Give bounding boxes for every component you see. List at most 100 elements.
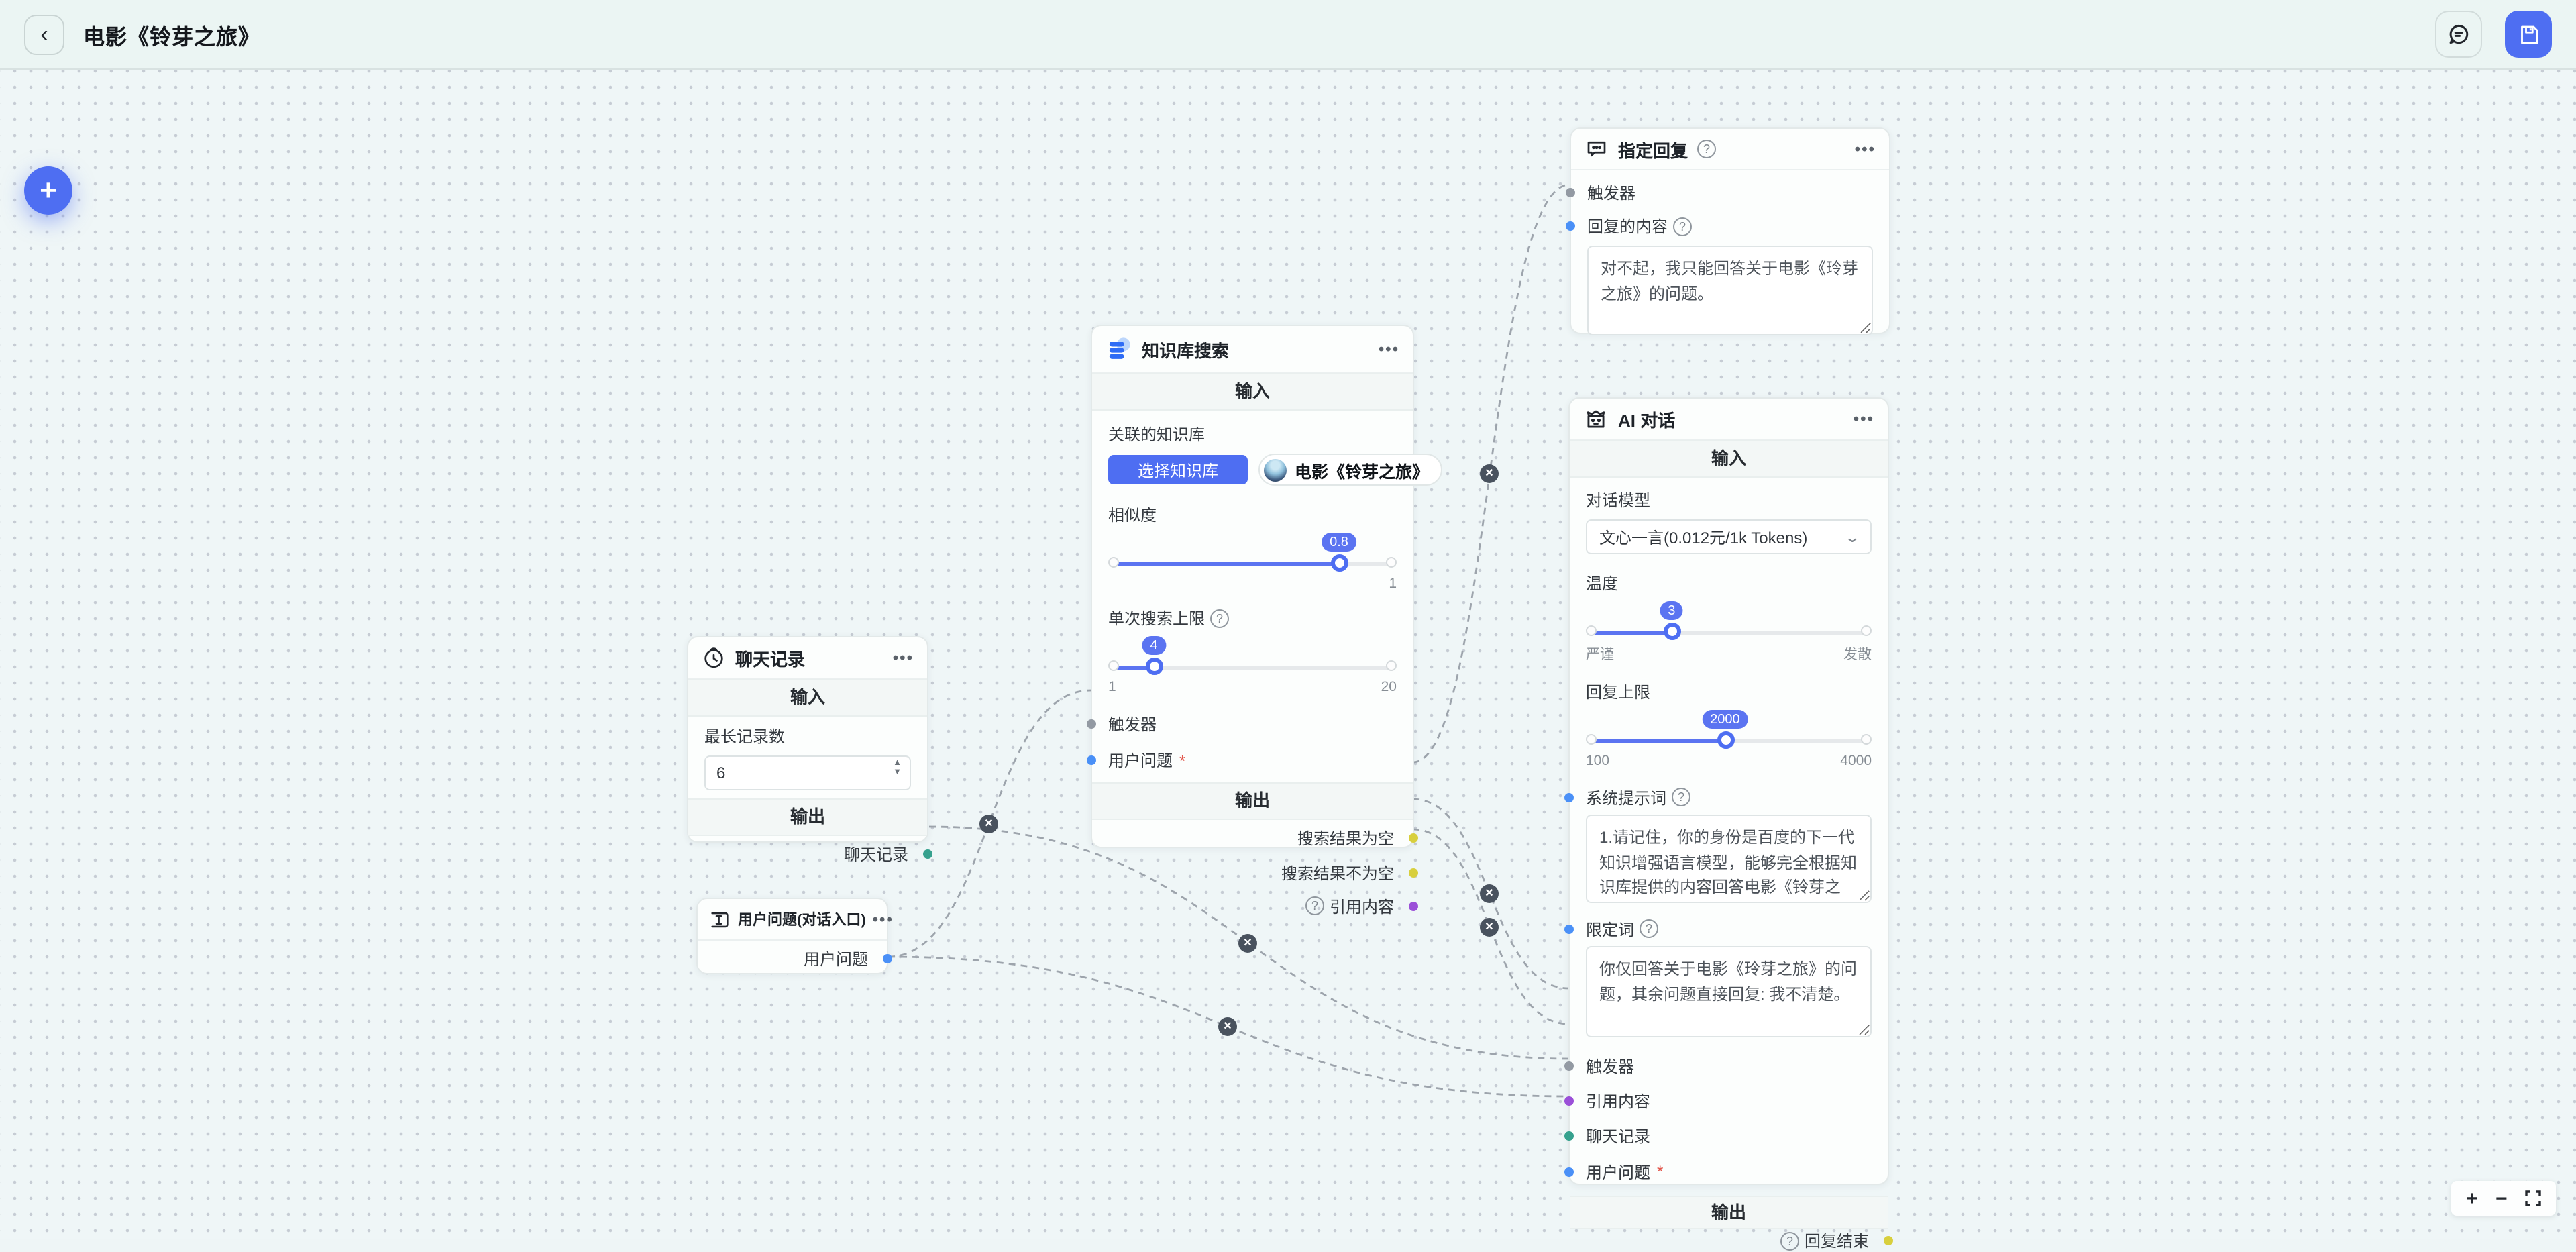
slider-handle[interactable] <box>1663 623 1681 640</box>
add-node-button[interactable]: + <box>24 166 72 215</box>
input-section-header: 输入 <box>688 679 927 717</box>
node-title: 用户问题(对话入口) <box>738 912 866 929</box>
input-port-system-prompt[interactable] <box>1564 792 1574 802</box>
port-row: 搜索结果不为空 <box>1092 855 1418 890</box>
node-user-question[interactable]: 用户问题(对话入口) ••• 用户问题 <box>696 898 892 974</box>
input-port-user-question[interactable] <box>1087 755 1096 765</box>
node-header: 指定回复 ? ••• <box>1571 129 1889 170</box>
slider-handle[interactable] <box>1717 731 1735 749</box>
robot-icon <box>1583 406 1609 431</box>
output-port-result-empty[interactable] <box>1409 833 1418 843</box>
node-fixed-reply[interactable]: 指定回复 ? ••• 触发器 回复的内容 ? 对不起，我只能回答关于电影《玲芽之… <box>1566 127 1890 335</box>
input-port-reply-content[interactable] <box>1566 221 1575 231</box>
node-menu-button[interactable]: ••• <box>1378 340 1399 358</box>
port-label: 聊天记录 <box>843 845 908 864</box>
input-port-trigger[interactable] <box>1087 719 1096 729</box>
model-select[interactable]: 文心一言(0.012元/1k Tokens) ⌄ <box>1586 519 1872 554</box>
preview-chat-button[interactable] <box>2435 11 2482 58</box>
slider-handle[interactable] <box>1331 554 1348 572</box>
port-row: 聊天记录 <box>1564 1118 1888 1153</box>
help-icon[interactable]: ? <box>1210 609 1230 627</box>
disconnect-button[interactable]: ✕ <box>1480 918 1499 937</box>
node-menu-button[interactable]: ••• <box>1853 409 1874 428</box>
qualifier-label: 限定词 <box>1586 920 1635 939</box>
required-mark: * <box>1657 1162 1664 1181</box>
max-records-input[interactable]: 6 ▲ ▼ <box>704 755 911 790</box>
reply-limit-value-badge: 2000 <box>1702 710 1748 729</box>
node-ai-chat[interactable]: AI 对话 ••• 输入 对话模型 文心一言(0.012元/1k Tokens)… <box>1564 397 1893 1251</box>
node-menu-button[interactable]: ••• <box>1854 140 1876 158</box>
similarity-slider[interactable]: 0.8 <box>1108 533 1397 572</box>
port-label: 搜索结果不为空 <box>1281 864 1394 882</box>
port-label: 触发器 <box>1108 715 1157 734</box>
node-menu-button[interactable]: ••• <box>872 910 894 929</box>
output-port-chat-history[interactable] <box>923 849 932 858</box>
port-label: 搜索结果为空 <box>1297 829 1394 848</box>
reply-content-textarea[interactable]: 对不起，我只能回答关于电影《玲芽之旅》的问题。 <box>1587 246 1873 335</box>
kb-chip[interactable]: 电影《铃芽之旅》 <box>1258 454 1443 486</box>
disconnect-button[interactable]: ✕ <box>1238 934 1257 953</box>
port-row: ? 回复结束 <box>1570 1229 1893 1252</box>
output-port-result-not-empty[interactable] <box>1409 868 1418 877</box>
output-section-header: 输出 <box>1570 1196 1888 1229</box>
number-stepper[interactable]: ▲ ▼ <box>893 759 902 777</box>
input-port-trigger[interactable] <box>1564 1061 1574 1070</box>
node-title: AI 对话 <box>1618 410 1676 430</box>
help-icon[interactable]: ? <box>1697 140 1717 158</box>
help-icon[interactable]: ? <box>1640 919 1659 938</box>
port-row: 回复的内容 ? <box>1566 209 1889 243</box>
qualifier-textarea[interactable]: 你仅回答关于电影《玲芽之旅》的问题，其余问题直接回复: 我不清楚。 <box>1586 946 1872 1037</box>
clock-icon <box>702 645 726 670</box>
chat-bubble-icon <box>2449 24 2469 44</box>
disconnect-button[interactable]: ✕ <box>979 815 998 833</box>
input-port-qualifier[interactable] <box>1564 924 1574 933</box>
node-title: 指定回复 <box>1618 140 1688 160</box>
kb-label: 关联的知识库 <box>1108 425 1205 444</box>
slider-handle[interactable] <box>1145 658 1163 675</box>
required-mark: * <box>1179 751 1186 770</box>
input-port-trigger[interactable] <box>1566 188 1575 197</box>
disconnect-button[interactable]: ✕ <box>1218 1017 1237 1036</box>
port-label: 引用内容 <box>1586 1092 1651 1110</box>
search-limit-label: 单次搜索上限 ? <box>1108 607 1397 629</box>
select-kb-button[interactable]: 选择知识库 <box>1108 455 1248 484</box>
help-icon[interactable]: ? <box>1672 788 1691 806</box>
workflow-canvas[interactable]: ✕ ✕ ✕ ✕ ✕ ✕ + 聊天记录 ••• 输入 最长记录数 6 <box>0 70 2576 1251</box>
input-port-user-question[interactable] <box>1564 1167 1574 1176</box>
output-port-reference[interactable] <box>1409 901 1418 910</box>
reply-limit-max: 4000 <box>1840 753 1872 769</box>
reply-bubble-icon <box>1585 137 1609 161</box>
input-port-reference[interactable] <box>1564 1096 1574 1105</box>
zoom-out-button[interactable]: − <box>2493 1188 2510 1208</box>
fit-screen-button[interactable] <box>2522 1190 2544 1206</box>
input-section-header: 输入 <box>1092 373 1413 411</box>
port-label: 用户问题 <box>1586 1163 1651 1182</box>
output-port-reply-end[interactable] <box>1884 1236 1893 1245</box>
output-section-header: 输出 <box>1092 782 1413 820</box>
search-limit-slider[interactable]: 4 <box>1108 636 1397 675</box>
zoom-in-button[interactable]: + <box>2463 1188 2481 1208</box>
disconnect-button[interactable]: ✕ <box>1480 464 1499 483</box>
input-port-chat-history[interactable] <box>1564 1131 1574 1140</box>
help-icon[interactable]: ? <box>1305 896 1324 915</box>
node-chat-history[interactable]: 聊天记录 ••• 输入 最长记录数 6 ▲ ▼ 输出 聊天记录 <box>687 636 932 864</box>
system-prompt-label: 系统提示词 <box>1586 788 1667 807</box>
help-icon[interactable]: ? <box>1780 1231 1799 1250</box>
system-prompt-textarea[interactable]: 1.请记住，你的身份是百度的下一代知识增强语言模型，能够完全根据知识库提供的内容… <box>1586 815 1872 903</box>
output-port-user-question[interactable] <box>883 953 892 963</box>
disconnect-button[interactable]: ✕ <box>1480 884 1499 903</box>
reply-limit-slider[interactable]: 2000 <box>1586 710 1872 749</box>
node-kb-search[interactable]: 知识库搜索 ••• 输入 关联的知识库 选择知识库 电影《铃芽之旅》 相似度 0… <box>1087 325 1443 916</box>
port-row: 引用内容 <box>1564 1083 1888 1118</box>
back-button[interactable]: ‹ <box>24 14 64 54</box>
node-menu-button[interactable]: ••• <box>892 648 914 667</box>
stepper-down-icon[interactable]: ▼ <box>893 767 902 776</box>
port-row: 限定词 ? <box>1564 911 1888 946</box>
temperature-slider[interactable]: 3 <box>1586 601 1872 640</box>
reply-content-label: 回复的内容 <box>1587 217 1668 236</box>
help-icon[interactable]: ? <box>1673 217 1693 236</box>
save-button[interactable] <box>2505 11 2552 58</box>
node-header: AI 对话 ••• <box>1570 399 1888 440</box>
port-row: 聊天记录 <box>688 836 932 871</box>
